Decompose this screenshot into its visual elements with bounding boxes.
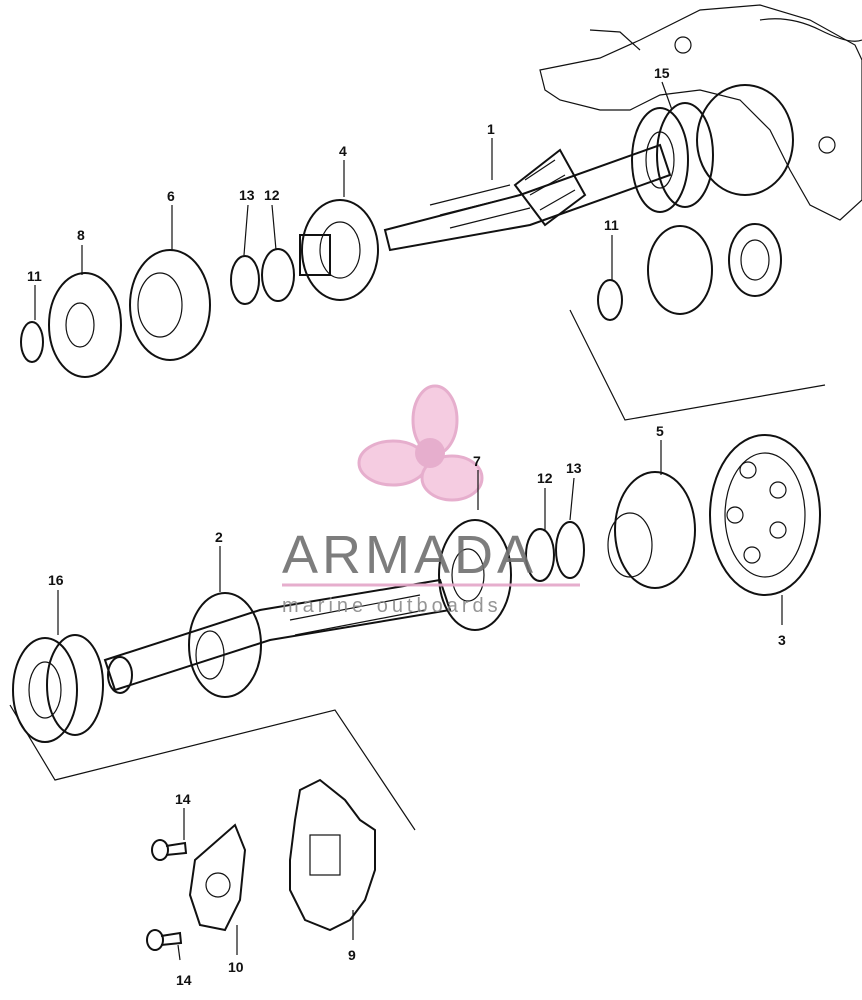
fixing-plate-10	[188, 823, 247, 932]
label-part-14-lower: 14	[176, 972, 192, 988]
engine-case-outline	[539, 4, 862, 221]
label-part-16: 16	[48, 572, 64, 588]
label-part-15: 15	[654, 65, 670, 81]
counter-shaft-lower	[103, 578, 452, 698]
label-part-11-upper-right: 11	[604, 217, 619, 233]
label-part-9: 9	[348, 947, 356, 963]
gear-3	[709, 434, 821, 596]
oil-seal-upper-right	[597, 223, 782, 321]
gear-4	[299, 199, 379, 301]
label-part-3: 3	[778, 632, 786, 648]
circlips-upper	[230, 248, 295, 305]
assembly-guide-line-lower	[9, 704, 416, 831]
label-part-13-upper: 13	[239, 187, 255, 203]
gear-7	[438, 519, 512, 631]
watermark-tagline: marine outboards	[282, 595, 502, 617]
label-part-12-upper: 12	[264, 187, 280, 203]
washer-11-upper	[20, 321, 44, 363]
assembly-guide-line-upper	[569, 309, 826, 421]
leader-lines	[34, 81, 783, 961]
label-part-6: 6	[167, 188, 175, 204]
bearing-15	[631, 102, 714, 213]
label-part-2: 2	[215, 529, 223, 545]
watermark-brand: ARMADA	[282, 525, 537, 585]
bearing-16	[12, 634, 104, 743]
part-labels: 1 2 3 4 5 6 7 8 9 10 11 11 12 12 13 13 1…	[27, 65, 786, 988]
armada-watermark: ARMADA marine outboards	[282, 384, 580, 617]
label-part-10: 10	[228, 959, 244, 975]
label-part-11-upper-left: 11	[27, 268, 42, 284]
label-part-5: 5	[656, 423, 664, 439]
label-part-1: 1	[487, 121, 495, 137]
gear-6	[129, 249, 211, 361]
main-shaft-upper	[383, 143, 672, 252]
gear-5	[607, 471, 696, 589]
gear-8	[48, 272, 122, 378]
label-part-13-lower: 13	[566, 460, 582, 476]
label-part-14-upper: 14	[175, 791, 191, 807]
label-part-12-lower: 12	[537, 470, 553, 486]
bolt-14-upper	[151, 839, 188, 861]
label-part-8: 8	[77, 227, 85, 243]
drive-sprocket-9	[289, 778, 376, 932]
circlips-lower	[525, 521, 585, 582]
label-part-7: 7	[473, 453, 481, 469]
propeller-logo	[357, 384, 484, 502]
label-part-4: 4	[339, 143, 347, 159]
bolt-14-lower	[146, 929, 183, 951]
